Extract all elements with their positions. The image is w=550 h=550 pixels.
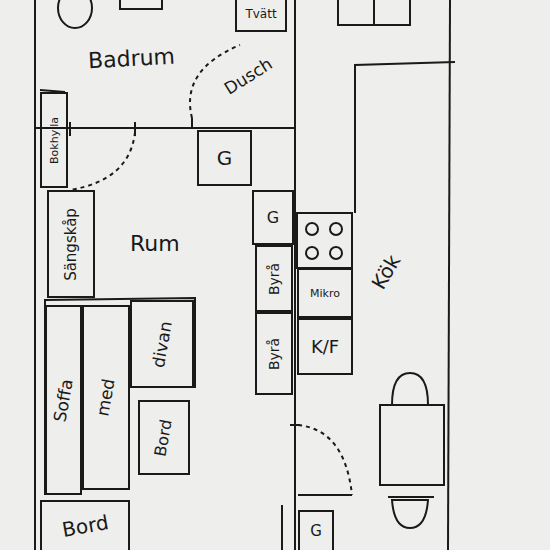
item-label: K/F	[311, 338, 339, 356]
wall	[34, 0, 36, 550]
burner	[330, 223, 342, 235]
burner	[330, 247, 342, 259]
wall	[294, 0, 296, 550]
door-swing	[298, 425, 352, 495]
cabinet-box: G	[197, 130, 252, 186]
chair	[388, 404, 432, 406]
wardrobe-box: Sängskåp	[47, 190, 95, 298]
daybed-box: divan	[130, 300, 194, 388]
item-label: Sängskåp	[64, 208, 79, 281]
fridge-box: K/F	[297, 318, 353, 375]
item-label: Mikro	[310, 288, 340, 299]
burner	[306, 247, 318, 259]
cabinet-box: G	[252, 190, 294, 245]
table	[380, 405, 444, 485]
item-label: Tvätt	[245, 8, 276, 20]
item-label: G	[217, 148, 233, 168]
cabinet	[373, 0, 375, 25]
door-jamb	[69, 122, 71, 136]
room-name: Dusch	[222, 55, 276, 97]
cabinet-box: G	[298, 510, 334, 550]
item-label: divan	[150, 319, 175, 368]
microwave-box: Mikro	[297, 268, 353, 318]
item-label: Bord	[60, 512, 109, 540]
item-label: Byrå	[267, 262, 281, 294]
item-label: Bord	[153, 418, 175, 457]
burner	[306, 223, 318, 235]
table-box: Bord	[138, 400, 190, 475]
door-jamb	[191, 118, 193, 128]
chair	[392, 500, 428, 528]
dresser-box: Byrå	[255, 245, 293, 312]
room-name: Kök	[368, 251, 403, 292]
item-label: Soffa	[51, 377, 75, 423]
door	[298, 494, 352, 496]
table-box: Bord	[40, 500, 130, 550]
item-label: Bokhylla	[49, 117, 60, 164]
item-label: G	[267, 210, 279, 226]
room-name: Badrum	[87, 46, 175, 73]
sofa-outline	[45, 298, 195, 495]
sofa-box: med	[82, 305, 130, 490]
wall	[135, 127, 295, 129]
room-name: Rum	[130, 233, 180, 255]
laundry-box: Tvätt	[235, 0, 287, 32]
cabinet	[338, 0, 410, 25]
counter	[355, 62, 455, 213]
sofa-box: Soffa	[45, 305, 82, 495]
toilet	[58, 0, 92, 28]
dresser-box: Byrå	[255, 312, 293, 395]
door-swing	[70, 132, 135, 190]
bookshelf-box: Bokhylla	[40, 92, 68, 188]
item-label: Byrå	[267, 337, 281, 369]
wall	[448, 0, 450, 550]
sink	[120, 0, 162, 9]
item-label: G	[310, 524, 322, 539]
wall	[281, 505, 283, 550]
chair	[392, 373, 428, 405]
stove	[297, 213, 352, 268]
item-label: med	[94, 377, 117, 417]
chair	[388, 496, 434, 498]
